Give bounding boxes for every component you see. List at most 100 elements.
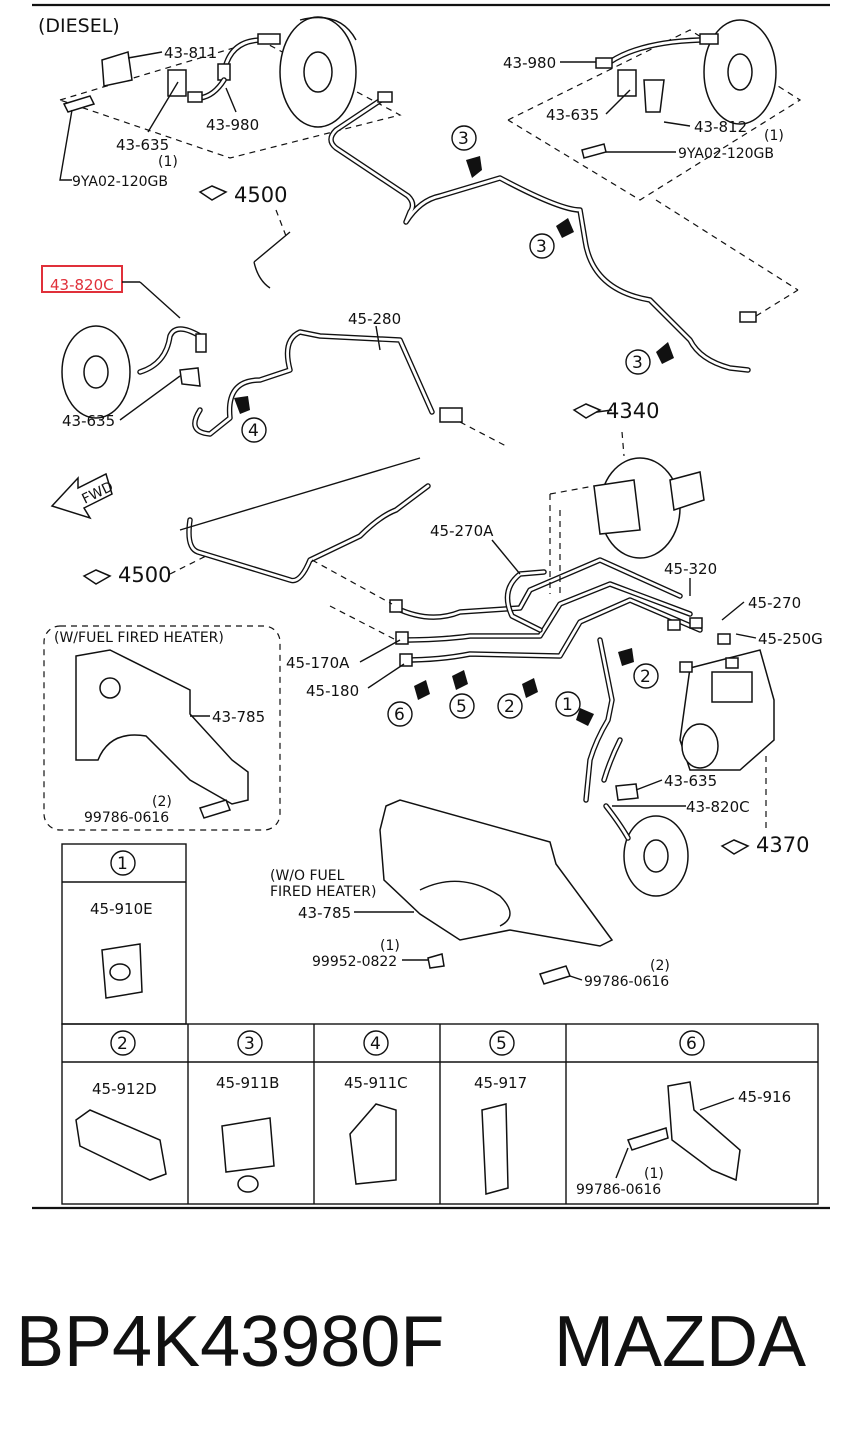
arrow-icon [452, 670, 468, 690]
legend-4-part: 45-911C [344, 1074, 408, 1092]
heater-title: (W/FUEL FIRED HEATER) [54, 630, 224, 646]
hand-pointer-icon-b [82, 569, 112, 585]
legend-6-badge [679, 1030, 705, 1056]
label-45-250g: 45-250G [758, 630, 823, 648]
legend-4-num: 4 [370, 1034, 381, 1054]
rear-pipes: 3 3 3 4500 [198, 91, 799, 375]
callout-3-a [451, 125, 477, 151]
label-43-980-b: 43-980 [503, 54, 556, 72]
label-45-270a: 45-270A [430, 522, 494, 540]
booster-abs: 4340 45-320 45-270 45-250G [549, 399, 823, 832]
clip-45-917-icon [481, 1103, 509, 1195]
front-left-assembly: (DIESEL) 43-811 43-980 43-635 (1) 9YA02-… [38, 15, 402, 190]
wo-heater-shield: (W/O FUEL FIRED HEATER) 43-785 (1) 99952… [270, 799, 670, 990]
arrow-icon [234, 396, 250, 414]
bolt-icon-b [581, 143, 607, 159]
label-43-785-a: 43-785 [212, 708, 265, 726]
highlight-box [41, 265, 123, 293]
callout-4-top [241, 417, 267, 443]
label-43-980-a: 43-980 [206, 116, 259, 134]
hand-pointer-icon [198, 185, 228, 201]
center-pipes: 4500 45-270A 45-170A 45-180 6 5 2 [82, 457, 703, 803]
label-99786-qty-b: (2) [650, 958, 670, 974]
svg-text:2: 2 [504, 697, 515, 717]
svg-text:1: 1 [562, 695, 573, 715]
rear-right-assembly: 43-635 43-820C 4370 [603, 772, 809, 897]
ref-4370: 4370 [756, 833, 809, 857]
arrow-icon [414, 680, 430, 700]
legend-5-part: 45-917 [474, 1074, 527, 1092]
label-99786-b: 99786-0616 [584, 974, 669, 990]
legend-1-num: 1 [117, 854, 128, 874]
wo-heater-l2: FIRED HEATER) [270, 884, 376, 900]
legend-5-badge [489, 1030, 515, 1056]
legend-6-num: 6 [686, 1034, 697, 1054]
bracket-45-916-icon [667, 1081, 741, 1182]
callout-3-c [625, 349, 651, 375]
bolt-icon-d [539, 965, 571, 985]
legend-1-badge [110, 850, 136, 876]
legend-table: 1 45-910E 2 45-912D 3 45-911B 4 45-911C … [61, 843, 819, 1205]
legend-6-bolt: 99786-0616 [576, 1182, 661, 1198]
svg-text:5: 5 [456, 697, 467, 717]
arrow-icon [556, 218, 574, 238]
rear-left-assembly: 43-820C 43-635 45-280 4 [41, 265, 507, 447]
legend-3-badge [237, 1030, 263, 1056]
heat-shield-a [75, 649, 249, 805]
hand-pointer-icon-d [720, 839, 750, 855]
label-43-635-d: 43-635 [664, 772, 717, 790]
callout-2-a [497, 693, 523, 719]
clip-45-911c-icon [349, 1103, 397, 1185]
label-45-180: 45-180 [306, 682, 359, 700]
wo-heater-l1: (W/O FUEL [270, 868, 345, 884]
callout-2-b [633, 663, 659, 689]
bolt-icon-e [627, 1127, 669, 1151]
label-45-280: 45-280 [348, 310, 401, 328]
label-99786-qty-a: (2) [152, 794, 172, 810]
ref-4500-top: 4500 [234, 183, 287, 207]
label-9ya02-qty-a: (1) [158, 154, 178, 170]
label-43-785-b: 43-785 [298, 904, 351, 922]
legend-6-bolt-qty: (1) [644, 1166, 664, 1182]
ref-4500-left: 4500 [118, 563, 171, 587]
forward-arrow: FWD [50, 472, 116, 520]
svg-text:3: 3 [632, 353, 643, 373]
legend-2-num: 2 [117, 1034, 128, 1054]
label-45-320: 45-320 [664, 560, 717, 578]
fwd-arrow-icon [50, 472, 113, 520]
label-43-811: 43-811 [164, 44, 217, 62]
label-9ya02-a: 9YA02-120GB [72, 174, 168, 190]
bolt-icon [62, 95, 96, 113]
label-43-812: 43-812 [694, 118, 747, 136]
clip-45-911b-icon [221, 1117, 275, 1173]
label-43-635-b: 43-635 [546, 106, 599, 124]
arrow-icon [618, 648, 634, 666]
arrow-icon [656, 342, 674, 364]
caption-part-number: BP4K43980F [16, 1302, 444, 1382]
label-9ya02-qty-b: (1) [764, 128, 784, 144]
legend-2-badge [110, 1030, 136, 1056]
heat-shield-b [379, 799, 614, 947]
legend-3-part: 45-911B [216, 1074, 279, 1092]
label-99786-a: 99786-0616 [84, 810, 169, 826]
diesel-label: (DIESEL) [38, 15, 120, 37]
bolt-icon-c [199, 799, 231, 819]
ref-4340: 4340 [606, 399, 659, 423]
label-43-820c-b: 43-820C [686, 798, 750, 816]
label-45-270: 45-270 [748, 594, 801, 612]
caption-brand: MAZDA [554, 1302, 806, 1382]
hand-pointer-icon-c [572, 403, 602, 419]
svg-text:4: 4 [248, 421, 259, 441]
bracket-icon [101, 51, 133, 87]
svg-text:6: 6 [394, 705, 405, 725]
legend-1-part: 45-910E [90, 900, 153, 918]
label-43-820c-highlight: 43-820C [50, 276, 114, 294]
label-9ya02-b: 9YA02-120GB [678, 146, 774, 162]
arrow-icon [522, 678, 538, 698]
callout-5 [449, 693, 475, 719]
heater-box: (W/FUEL FIRED HEATER) 43-785 (2) 99786-0… [43, 625, 281, 831]
callout-6 [387, 701, 413, 727]
legend-2-part: 45-912D [92, 1080, 157, 1098]
clip-45-912d-icon [75, 1109, 167, 1181]
